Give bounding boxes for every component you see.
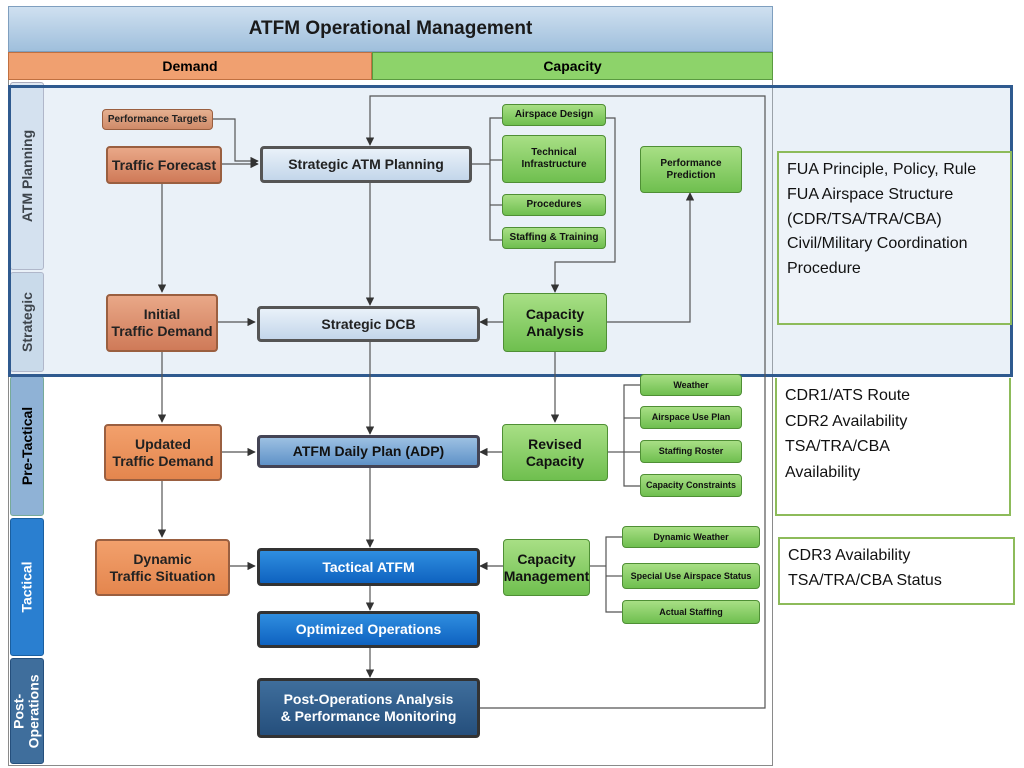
airspace-design-box: Airspace Design [502, 104, 606, 126]
atfm-daily-plan-box: ATFM Daily Plan (ADP) [257, 435, 480, 468]
optimized-operations-box: Optimized Operations [257, 611, 480, 648]
special-use-airspace-status-box: Special Use Airspace Status [622, 563, 760, 589]
performance-targets-box: Performance Targets [102, 109, 213, 130]
phase-pre-tactical: Pre-Tactical [10, 376, 44, 516]
dynamic-weather-box: Dynamic Weather [622, 526, 760, 548]
capacity-management-box: Capacity Management [503, 539, 590, 596]
phase-strategic: Strategic [10, 272, 44, 372]
phase-atm-planning: ATM Planning [10, 82, 44, 270]
capacity-analysis-box: Capacity Analysis [503, 293, 607, 352]
initial-traffic-demand-box: Initial Traffic Demand [106, 294, 218, 352]
procedures-box: Procedures [502, 194, 606, 216]
demand-header: Demand [8, 52, 372, 80]
staffing-roster-box: Staffing Roster [640, 440, 742, 463]
traffic-forecast-box: Traffic Forecast [106, 146, 222, 184]
capacity-header: Capacity [372, 52, 773, 80]
post-operations-analysis-box: Post-Operations Analysis & Performance M… [257, 678, 480, 738]
technical-infrastructure-box: Technical Infrastructure [502, 135, 606, 183]
weather-box: Weather [640, 374, 742, 396]
strategic-atm-planning-box: Strategic ATM Planning [260, 146, 472, 183]
diagram-title: ATFM Operational Management [8, 6, 773, 52]
staffing-training-box: Staffing & Training [502, 227, 606, 249]
tactical-note: CDR3 Availability TSA/TRA/CBA Status [778, 537, 1015, 605]
revised-capacity-box: Revised Capacity [502, 424, 608, 481]
airspace-use-plan-box: Airspace Use Plan [640, 406, 742, 429]
phase-tactical: Tactical [10, 518, 44, 656]
pre-tactical-note: CDR1/ATS Route CDR2 Availability TSA/TRA… [775, 378, 1011, 516]
capacity-constraints-box: Capacity Constraints [640, 474, 742, 497]
actual-staffing-box: Actual Staffing [622, 600, 760, 624]
strategic-dcb-box: Strategic DCB [257, 306, 480, 342]
phase-post-operations: Post- Operations [10, 658, 44, 764]
planning-note: FUA Principle, Policy, Rule FUA Airspace… [777, 151, 1012, 325]
performance-prediction-box: Performance Prediction [640, 146, 742, 193]
updated-traffic-demand-box: Updated Traffic Demand [104, 424, 222, 481]
dynamic-traffic-situation-box: Dynamic Traffic Situation [95, 539, 230, 596]
tactical-atfm-box: Tactical ATFM [257, 548, 480, 586]
